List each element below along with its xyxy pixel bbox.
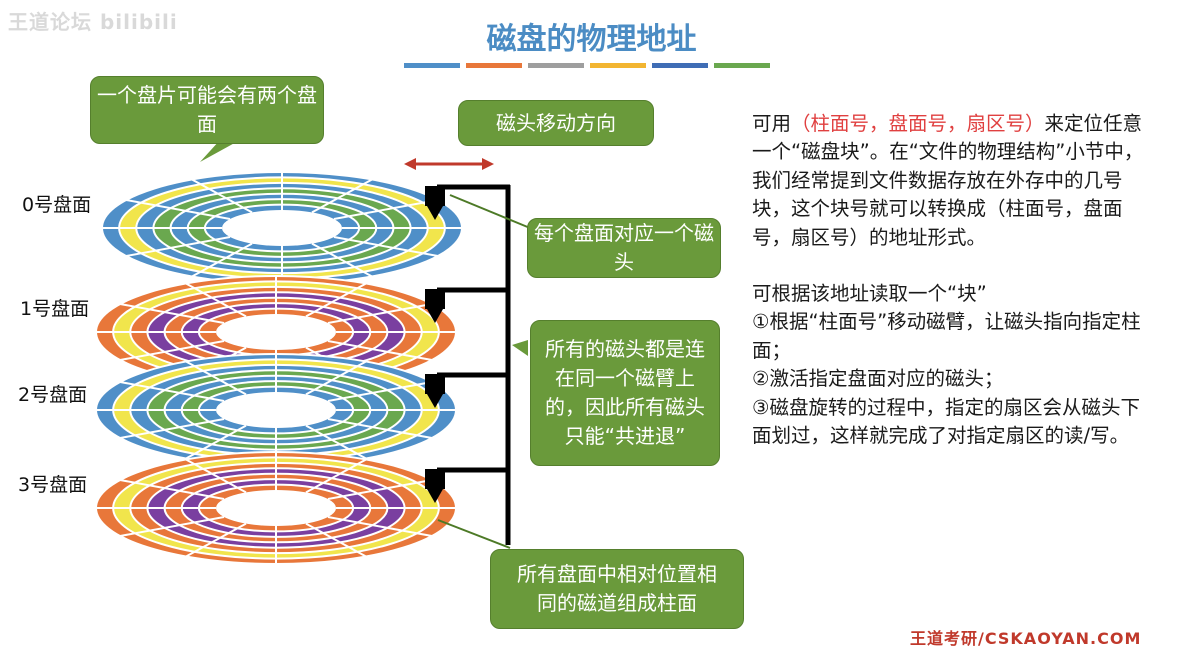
video-watermark: 王道论坛 bilibili bbox=[8, 10, 178, 34]
read-write-head-2 bbox=[425, 374, 445, 408]
sector-divider bbox=[333, 199, 439, 220]
sector-divider bbox=[125, 199, 231, 220]
sector-divider bbox=[185, 424, 247, 460]
sector-divider bbox=[327, 303, 433, 324]
spindle-hole bbox=[222, 210, 342, 246]
callout-two-surfaces: 一个盘片可能会有两个盘面 bbox=[90, 76, 324, 144]
sector-divider bbox=[327, 340, 433, 361]
read-write-head-0 bbox=[425, 186, 445, 220]
sector-divider bbox=[327, 516, 433, 537]
spindle-hole bbox=[216, 392, 336, 428]
sector-divider bbox=[185, 522, 247, 558]
title-bar-segment bbox=[466, 63, 522, 68]
surface-label-2: 2号盘面 bbox=[18, 384, 88, 406]
platter-surface-2 bbox=[95, 353, 457, 467]
surface-label-0: 0号盘面 bbox=[22, 194, 92, 216]
step-3: ③磁盘旋转的过程中，指定的扇区会从磁头下面划过，这样就完成了对指定扇区的读/写。 bbox=[752, 395, 1140, 448]
footer-brand: 王道考研/CSKAOYAN.COM bbox=[910, 629, 1142, 648]
platter-surface-3 bbox=[95, 451, 457, 565]
step-2: ②激活指定盘面对应的磁头； bbox=[752, 367, 1004, 391]
sector-divider bbox=[185, 458, 247, 494]
sector-divider bbox=[119, 381, 225, 402]
sector-divider bbox=[305, 458, 367, 494]
pointer-line bbox=[449, 194, 531, 229]
sector-divider bbox=[305, 522, 367, 558]
sector-divider bbox=[119, 418, 225, 439]
callout-cylinder: 所有盘面中相对位置相同的磁道组成柱面 bbox=[490, 549, 744, 629]
sector-divider bbox=[119, 340, 225, 361]
spindle-hole bbox=[216, 490, 336, 526]
sector-divider bbox=[305, 424, 367, 460]
sector-divider bbox=[305, 282, 367, 318]
sector-divider bbox=[125, 236, 231, 257]
move-direction-arrow bbox=[404, 158, 494, 170]
read-write-head-1 bbox=[425, 289, 445, 323]
explanation-text: 可用（柱面号，盘面号，扇区号）来定位任意一个“磁盘块”。在“文件的物理结构”小节… bbox=[752, 110, 1152, 450]
callout-tail bbox=[512, 340, 528, 356]
surface-label-3: 3号盘面 bbox=[18, 474, 88, 496]
pointer-line bbox=[437, 519, 511, 549]
callout-head-direction: 磁头移动方向 bbox=[458, 100, 654, 146]
spindle-hole bbox=[216, 314, 336, 350]
title-bar-segment bbox=[714, 63, 770, 68]
sector-divider bbox=[311, 242, 373, 278]
sector-divider bbox=[327, 479, 433, 500]
callout-tail bbox=[200, 140, 240, 162]
callout-shared-arm: 所有的磁头都是连在同一个磁臂上的，因此所有磁头只能“共进退” bbox=[530, 320, 720, 466]
sector-divider bbox=[305, 360, 367, 396]
address-tuple: （柱面号，盘面号，扇区号） bbox=[791, 112, 1045, 135]
sector-divider bbox=[185, 360, 247, 396]
sector-divider bbox=[191, 178, 253, 214]
read-write-head-3 bbox=[425, 469, 445, 503]
sector-divider bbox=[311, 178, 373, 214]
sector-divider bbox=[191, 242, 253, 278]
title-underline-bar bbox=[404, 63, 770, 68]
sector-divider bbox=[327, 418, 433, 439]
disk-arm bbox=[437, 184, 511, 545]
surface-label-1: 1号盘面 bbox=[20, 298, 90, 320]
sector-divider bbox=[327, 381, 433, 402]
paragraph-locate: 可用（柱面号，盘面号，扇区号）来定位任意一个“磁盘块”。在“文件的物理结构”小节… bbox=[752, 112, 1144, 249]
title-bar-segment bbox=[528, 63, 584, 68]
step-1: ①根据“柱面号”移动磁臂，让磁头指向指定柱面； bbox=[752, 310, 1141, 362]
platter-surface-1 bbox=[95, 275, 457, 389]
sector-divider bbox=[119, 303, 225, 324]
sector-divider bbox=[333, 236, 439, 257]
title-bar-segment bbox=[404, 63, 460, 68]
platter-surface-0 bbox=[101, 171, 463, 285]
sector-divider bbox=[119, 479, 225, 500]
sector-divider bbox=[185, 282, 247, 318]
paragraph-read-block: 可根据该地址读取一个“块” bbox=[752, 282, 987, 306]
callout-head-per-surface: 每个盘面对应一个磁头 bbox=[527, 218, 721, 278]
sector-divider bbox=[119, 516, 225, 537]
title-bar-segment bbox=[590, 63, 646, 68]
title-bar-segment bbox=[652, 63, 708, 68]
slide-title: 磁盘的物理地址 bbox=[486, 22, 697, 57]
